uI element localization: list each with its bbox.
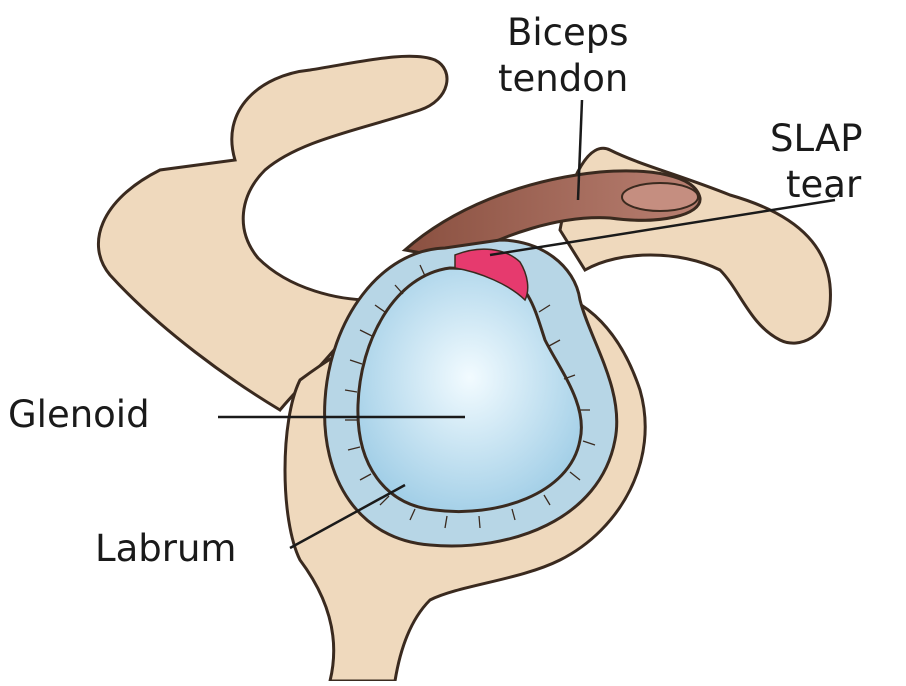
label-glenoid: Glenoid	[8, 396, 150, 433]
tendon-cut-end	[622, 183, 698, 211]
label-tendon: tendon	[498, 60, 628, 97]
label-biceps: Biceps	[507, 14, 629, 51]
label-labrum: Labrum	[95, 530, 236, 567]
label-slap: SLAP	[770, 120, 863, 157]
label-tear: tear	[786, 166, 861, 203]
